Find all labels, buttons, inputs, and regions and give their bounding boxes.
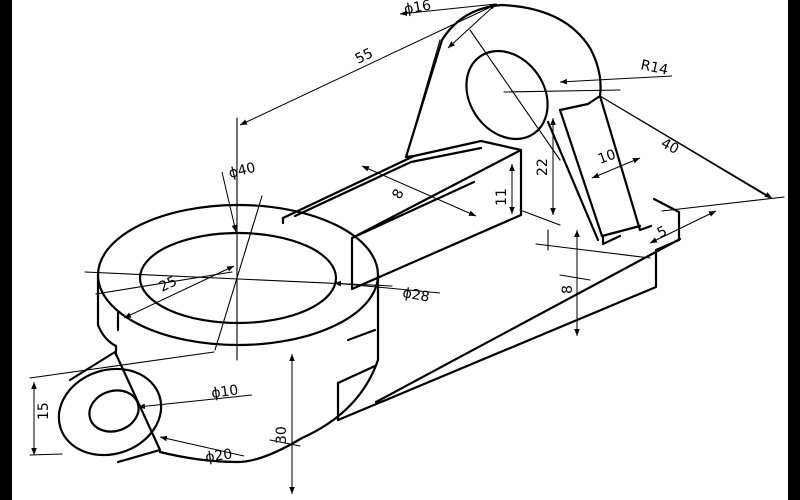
- dim-10: 10: [596, 147, 618, 168]
- dim-phi16: ϕ16: [403, 0, 433, 18]
- dimension-lines: [31, 3, 773, 494]
- dim-55: 55: [353, 45, 376, 67]
- dim-15: 15: [36, 402, 52, 420]
- front-boss-face: [57, 367, 163, 457]
- dim-r14: R14: [639, 57, 669, 78]
- part-outline: [57, 3, 682, 464]
- dim-phi28: ϕ28: [401, 285, 430, 305]
- dim-phi40: ϕ40: [227, 160, 257, 182]
- dimension-labels: ϕ16 R14 55 40 10 22 11 8 5 8 ϕ40 25 ϕ28 …: [36, 0, 681, 466]
- dim-25: 25: [157, 273, 180, 295]
- dim-phi10: ϕ10: [210, 382, 239, 402]
- dim-22: 22: [535, 158, 551, 176]
- dim-11: 11: [494, 188, 510, 206]
- dim-30: 30: [274, 426, 290, 444]
- dim-40: 40: [658, 135, 681, 157]
- dim-phi20: ϕ20: [204, 446, 233, 466]
- dim-8-side: 8: [560, 285, 576, 294]
